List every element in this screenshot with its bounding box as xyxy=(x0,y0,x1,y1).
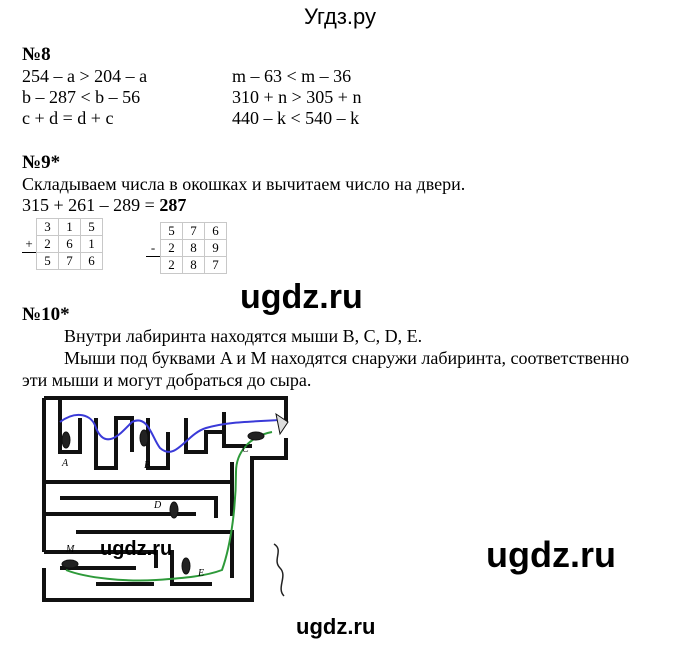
task8-row2-right: 310 + n > 305 + n xyxy=(232,87,362,107)
digit-cell: 7 xyxy=(182,222,205,240)
mouse-a-icon xyxy=(61,431,71,449)
task10-line1: Внутри лабиринта находятся мыши B, C, D,… xyxy=(64,326,423,346)
result-op-blank xyxy=(22,252,37,270)
task8-row1-left: 254 – a > 204 – a xyxy=(22,66,148,86)
maze-label-e: E xyxy=(197,568,204,579)
task10-line3: эти мыши и могут добраться до сыра. xyxy=(22,370,312,390)
subtraction-column: 5 7 6 - 2 8 9 2 8 7 xyxy=(146,222,227,274)
digit-cell: 7 xyxy=(204,256,227,274)
addition-op-blank xyxy=(22,219,37,236)
decorative-doodle-icon xyxy=(273,543,285,597)
task10-line2: Мыши под буквами A и M находятся снаружи… xyxy=(64,348,630,368)
digit-cell: 1 xyxy=(58,218,81,236)
digit-cell: 8 xyxy=(182,256,205,274)
maze-label-a: A xyxy=(61,458,69,469)
watermark: ugdz.ru xyxy=(100,538,173,560)
digit-cell: 7 xyxy=(58,252,81,270)
maze-label-m: M xyxy=(65,544,75,555)
digit-cell: 3 xyxy=(36,218,59,236)
watermark: ugdz.ru xyxy=(240,278,363,316)
maze-label-c: C xyxy=(242,444,249,455)
task8-row3-right: 440 – k < 540 – k xyxy=(232,108,360,128)
digit-cell: 6 xyxy=(58,235,81,253)
task8-row2-left: b – 287 < b – 56 xyxy=(22,87,141,107)
maze-label-b: B xyxy=(144,460,150,471)
mouse-c-icon xyxy=(247,431,265,441)
digit-cell: 1 xyxy=(80,235,103,253)
task9-heading: №9* xyxy=(22,152,61,173)
subtraction-op-blank xyxy=(146,223,161,240)
result-op-blank xyxy=(146,256,161,274)
maze-picture: A B C D M E xyxy=(42,396,289,602)
digit-cell: 8 xyxy=(182,239,205,257)
task8-row3-left: c + d = d + c xyxy=(22,108,114,128)
mouse-b-icon xyxy=(139,429,149,447)
task8-row1-right: m – 63 < m – 36 xyxy=(232,66,352,86)
digit-cell: 2 xyxy=(36,235,59,253)
digit-cell: 5 xyxy=(36,252,59,270)
task10-heading: №10* xyxy=(22,304,70,325)
task9-expression-result: 287 xyxy=(159,195,187,215)
task9-expression: 315 + 261 – 289 = 287 xyxy=(22,195,186,215)
digit-cell: 5 xyxy=(160,222,183,240)
plus-sign: + xyxy=(25,235,33,251)
site-title: Угдз.ру xyxy=(303,4,377,29)
mouse-e-icon xyxy=(181,557,191,575)
mouse-d-icon xyxy=(169,501,179,519)
mouse-m-icon xyxy=(61,559,79,569)
green-route-line xyxy=(65,431,273,582)
addition-column: 3 1 5 + 2 6 1 5 7 6 xyxy=(22,218,103,270)
cheese-icon xyxy=(275,412,289,436)
digit-cell: 5 xyxy=(80,218,103,236)
blue-route-line xyxy=(59,413,281,453)
digit-cell: 6 xyxy=(204,222,227,240)
digit-cell: 9 xyxy=(204,239,227,257)
digit-cell: 2 xyxy=(160,239,183,257)
task9-text: Складываем числа в окошках и вычитаем чи… xyxy=(22,174,466,194)
task9-expression-prefix: 315 + 261 – 289 = xyxy=(22,195,160,215)
task8-heading: №8 xyxy=(22,44,51,65)
maze-label-d: D xyxy=(153,500,162,511)
minus-sign: - xyxy=(150,239,156,255)
digit-cell: 6 xyxy=(80,252,103,270)
watermark: ugdz.ru xyxy=(296,614,376,639)
digit-cell: 2 xyxy=(160,256,183,274)
watermark: ugdz.ru xyxy=(486,534,616,575)
